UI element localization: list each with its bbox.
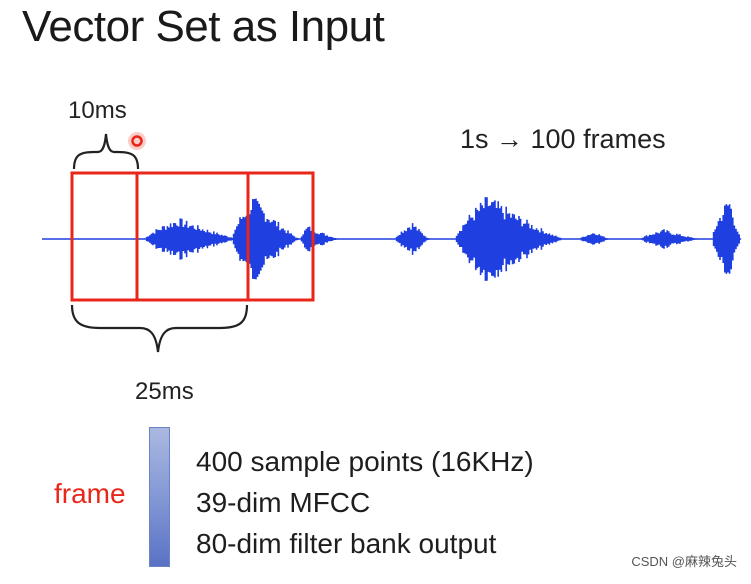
feature-sample-points: 400 sample points (16KHz) — [196, 446, 534, 477]
feature-list: 400 sample points (16KHz) 39-dim MFCC 80… — [196, 441, 534, 564]
cursor-glow — [128, 132, 146, 150]
slide-title: Vector Set as Input — [22, 2, 385, 51]
feature-filter-bank: 80-dim filter bank output — [196, 528, 497, 559]
hop-brace — [72, 133, 140, 170]
frame-vector-bar — [149, 427, 170, 567]
frame-rate-label: 1s → 100 frames — [460, 124, 666, 154]
cursor-dot — [131, 135, 143, 147]
feature-mfcc: 39-dim MFCC — [196, 487, 371, 518]
frame-box-2 — [135, 171, 315, 302]
watermark: CSDN @麻辣兔头 — [631, 554, 737, 569]
waveform — [145, 197, 742, 281]
frame-label: frame — [54, 478, 126, 509]
window-brace — [70, 304, 249, 353]
waveform-bursts — [145, 197, 742, 281]
window-size-label: 25ms — [135, 378, 194, 405]
hop-size-label: 10ms — [68, 97, 127, 124]
